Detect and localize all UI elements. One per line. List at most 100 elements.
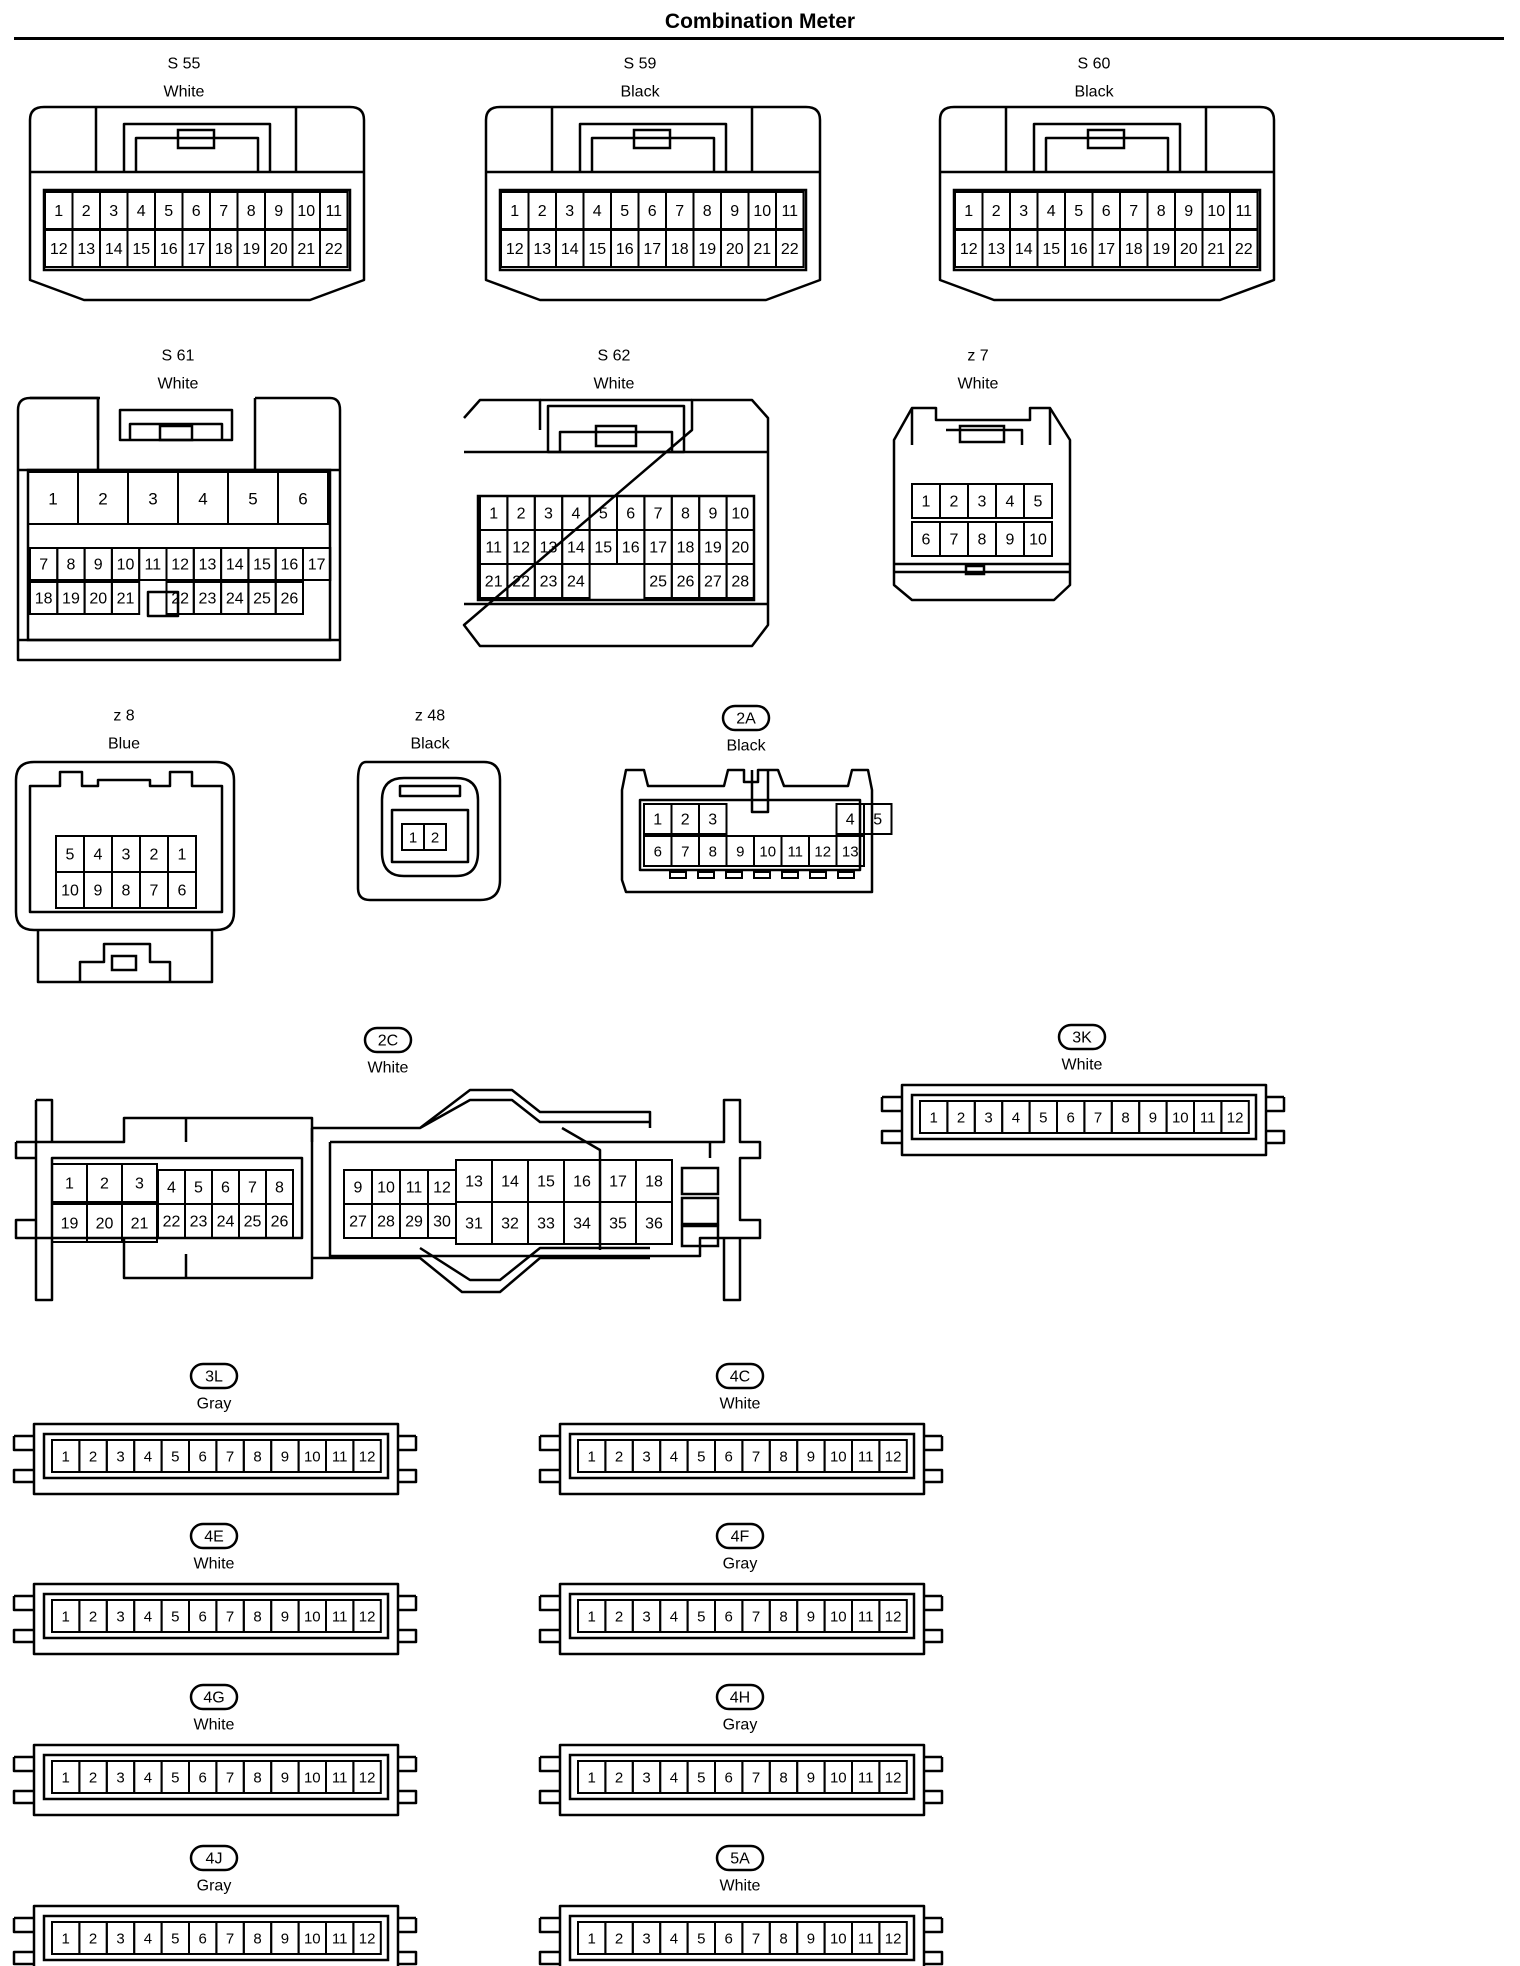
- connector-id: z 8: [113, 708, 134, 725]
- pin-number: 24: [226, 591, 244, 608]
- pin-number: 11: [858, 1609, 874, 1626]
- pin-number: 19: [704, 540, 722, 557]
- pin-number: 8: [1157, 203, 1166, 220]
- pin-number: 28: [731, 574, 749, 591]
- pin-number: 2: [992, 203, 1001, 220]
- pin-number: 1: [178, 847, 187, 864]
- pin-number: 3: [642, 1609, 650, 1626]
- pin-number: 8: [703, 203, 712, 220]
- pin-number: 17: [643, 241, 661, 258]
- pin-number: 10: [830, 1770, 847, 1787]
- pin-number: 20: [270, 241, 288, 258]
- pin-number: 2: [89, 1449, 97, 1466]
- connector-id: S 62: [598, 348, 631, 365]
- pin-number: 19: [242, 241, 260, 258]
- pin-number: 13: [842, 844, 859, 861]
- pin-number: 25: [244, 1214, 262, 1231]
- pin-number: 12: [1227, 1110, 1244, 1127]
- pin-number: 14: [567, 540, 585, 557]
- pin-cell: [725, 563, 755, 599]
- connector-color: Black: [726, 738, 766, 755]
- pin-number: 9: [94, 557, 103, 574]
- pin-number: 2: [615, 1449, 623, 1466]
- pin-number: 5: [697, 1770, 705, 1787]
- pin-number: 21: [117, 591, 135, 608]
- pin-number: 7: [752, 1449, 760, 1466]
- pin-number: 1: [409, 830, 417, 847]
- pin-number: 1: [588, 1609, 596, 1626]
- pin-number: 4: [1006, 494, 1015, 511]
- connector-color: Black: [620, 84, 660, 101]
- pin-number: 5: [164, 203, 173, 220]
- pin-number: 2: [89, 1770, 97, 1787]
- connector-id-badge: [715, 1844, 765, 1872]
- connector-id: 4H: [730, 1690, 750, 1707]
- pin-number: 5: [248, 490, 257, 509]
- pin-number: 5: [620, 203, 629, 220]
- pin-number: 5: [599, 506, 608, 523]
- pin-cell: [1220, 1100, 1250, 1134]
- pin-number: 1: [54, 203, 63, 220]
- pin-number: 18: [1125, 241, 1143, 258]
- pin-number: 4: [1012, 1110, 1020, 1127]
- pin-cell: [302, 547, 332, 581]
- pin-number: 16: [1070, 241, 1088, 258]
- connector-color: Blue: [108, 736, 140, 753]
- pin-number: 21: [485, 574, 503, 591]
- pin-number: 18: [645, 1174, 663, 1191]
- pin-number: 1: [489, 506, 498, 523]
- pin-number: 2: [89, 1931, 97, 1948]
- pin-number: 7: [226, 1931, 234, 1948]
- pin-number: 10: [830, 1609, 847, 1626]
- pin-cell: [1023, 521, 1053, 557]
- pin-number: 2: [950, 494, 959, 511]
- connector-color: Gray: [723, 1556, 758, 1573]
- pin-number: 11: [145, 557, 162, 574]
- connector-id-badge: [363, 1026, 413, 1054]
- connector-id: S 60: [1078, 56, 1111, 73]
- pin-number: 1: [588, 1770, 596, 1787]
- pin-number: 7: [1129, 203, 1138, 220]
- pin-number: 7: [675, 203, 684, 220]
- pin-number: 20: [731, 540, 749, 557]
- pin-number: 4: [167, 1180, 176, 1197]
- pin-number: 24: [567, 574, 585, 591]
- connector-id: S 55: [168, 56, 201, 73]
- pin-number: 9: [281, 1931, 289, 1948]
- pin-number: 27: [349, 1214, 367, 1231]
- connector-id: S 61: [162, 348, 195, 365]
- pin-cell: [878, 1760, 908, 1794]
- pin-number: 14: [561, 241, 579, 258]
- pin-number: 10: [830, 1449, 847, 1466]
- pin-number: 4: [670, 1449, 678, 1466]
- pin-number: 7: [226, 1609, 234, 1626]
- pin-number: 4: [846, 812, 855, 829]
- pin-number: 7: [654, 506, 663, 523]
- pin-number: 13: [533, 241, 551, 258]
- pin-number: 8: [779, 1449, 787, 1466]
- pin-cell: [274, 581, 305, 615]
- pin-number: 2: [681, 812, 690, 829]
- pin-number: 10: [1029, 532, 1047, 549]
- pin-number: 10: [731, 506, 749, 523]
- pin-number: 6: [178, 883, 187, 900]
- pin-number: 6: [725, 1931, 733, 1948]
- pin-cell: [835, 835, 865, 867]
- pin-number: 16: [573, 1174, 591, 1191]
- connector-id: 4E: [204, 1529, 224, 1546]
- pin-number: 3: [544, 506, 553, 523]
- pin-number: 3: [116, 1609, 124, 1626]
- pin-cell: [265, 1203, 294, 1239]
- pin-number: 15: [537, 1174, 555, 1191]
- pin-cell: [635, 1201, 673, 1245]
- pin-number: 5: [194, 1180, 203, 1197]
- pin-number: 8: [709, 844, 717, 861]
- pin-number: 6: [654, 844, 662, 861]
- pin-number: 5: [1034, 494, 1043, 511]
- pin-number: 3: [565, 203, 574, 220]
- pin-number: 9: [807, 1609, 815, 1626]
